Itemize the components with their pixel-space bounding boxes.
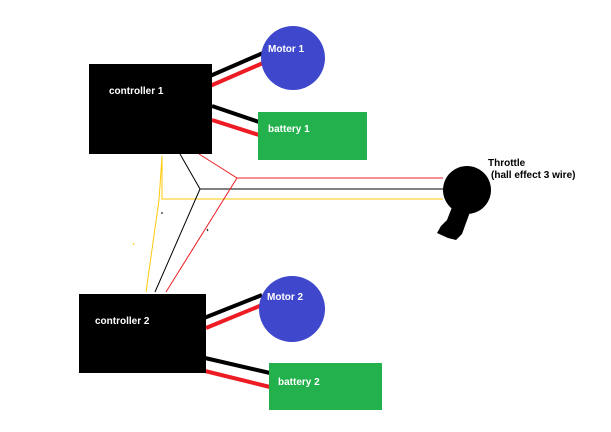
battery-2-label: battery 2 — [278, 377, 320, 388]
motor-2-red-wire — [205, 303, 263, 330]
controller-2-label: controller 2 — [95, 316, 150, 327]
red-power-wire-2 — [165, 177, 238, 293]
motor-1-red-wire — [209, 61, 264, 88]
motor-1: Motor 1 — [261, 26, 325, 90]
battery-2-box — [269, 363, 382, 410]
controller-2-box — [79, 294, 206, 373]
throttle-wires — [132, 153, 443, 293]
battery-1-box — [258, 112, 367, 160]
battery-2-red-wire — [204, 369, 271, 389]
throttle-lever — [437, 202, 470, 240]
battery-2: battery 2 — [269, 363, 382, 410]
throttle-subtitle: (hall effect 3 wire) — [491, 170, 575, 181]
motor-2-circle — [259, 276, 325, 342]
controller-1-box — [89, 64, 212, 154]
motor-1-label: Motor 1 — [268, 44, 305, 55]
motor-1-black-wire — [209, 51, 264, 78]
black-ground-wire-2 — [154, 188, 201, 293]
battery-1-label: battery 1 — [268, 124, 310, 135]
yellow-signal-wire — [145, 155, 443, 293]
battery-2-black-wire — [204, 356, 271, 375]
throttle: Throttle (hall effect 3 wire) — [437, 158, 575, 240]
throttle-body — [443, 166, 491, 214]
motor-1-circle — [261, 26, 325, 90]
throttle-title: Throttle — [488, 158, 526, 169]
motor-2-label: Motor 2 — [267, 292, 304, 303]
controller-2: controller 2 — [79, 294, 206, 373]
black-dot — [206, 228, 209, 232]
controller-1-wires — [209, 51, 264, 137]
controller-1-label: controller 1 — [109, 86, 164, 97]
battery-1-black-wire — [211, 104, 260, 124]
controller-1: controller 1 — [89, 64, 212, 154]
battery-1: battery 1 — [258, 112, 367, 160]
motor-2-black-wire — [203, 293, 263, 320]
controller-2-wires — [203, 293, 271, 389]
yellow-dot — [132, 242, 135, 246]
battery-1-red-wire — [211, 118, 260, 137]
motor-2: Motor 2 — [259, 276, 325, 342]
